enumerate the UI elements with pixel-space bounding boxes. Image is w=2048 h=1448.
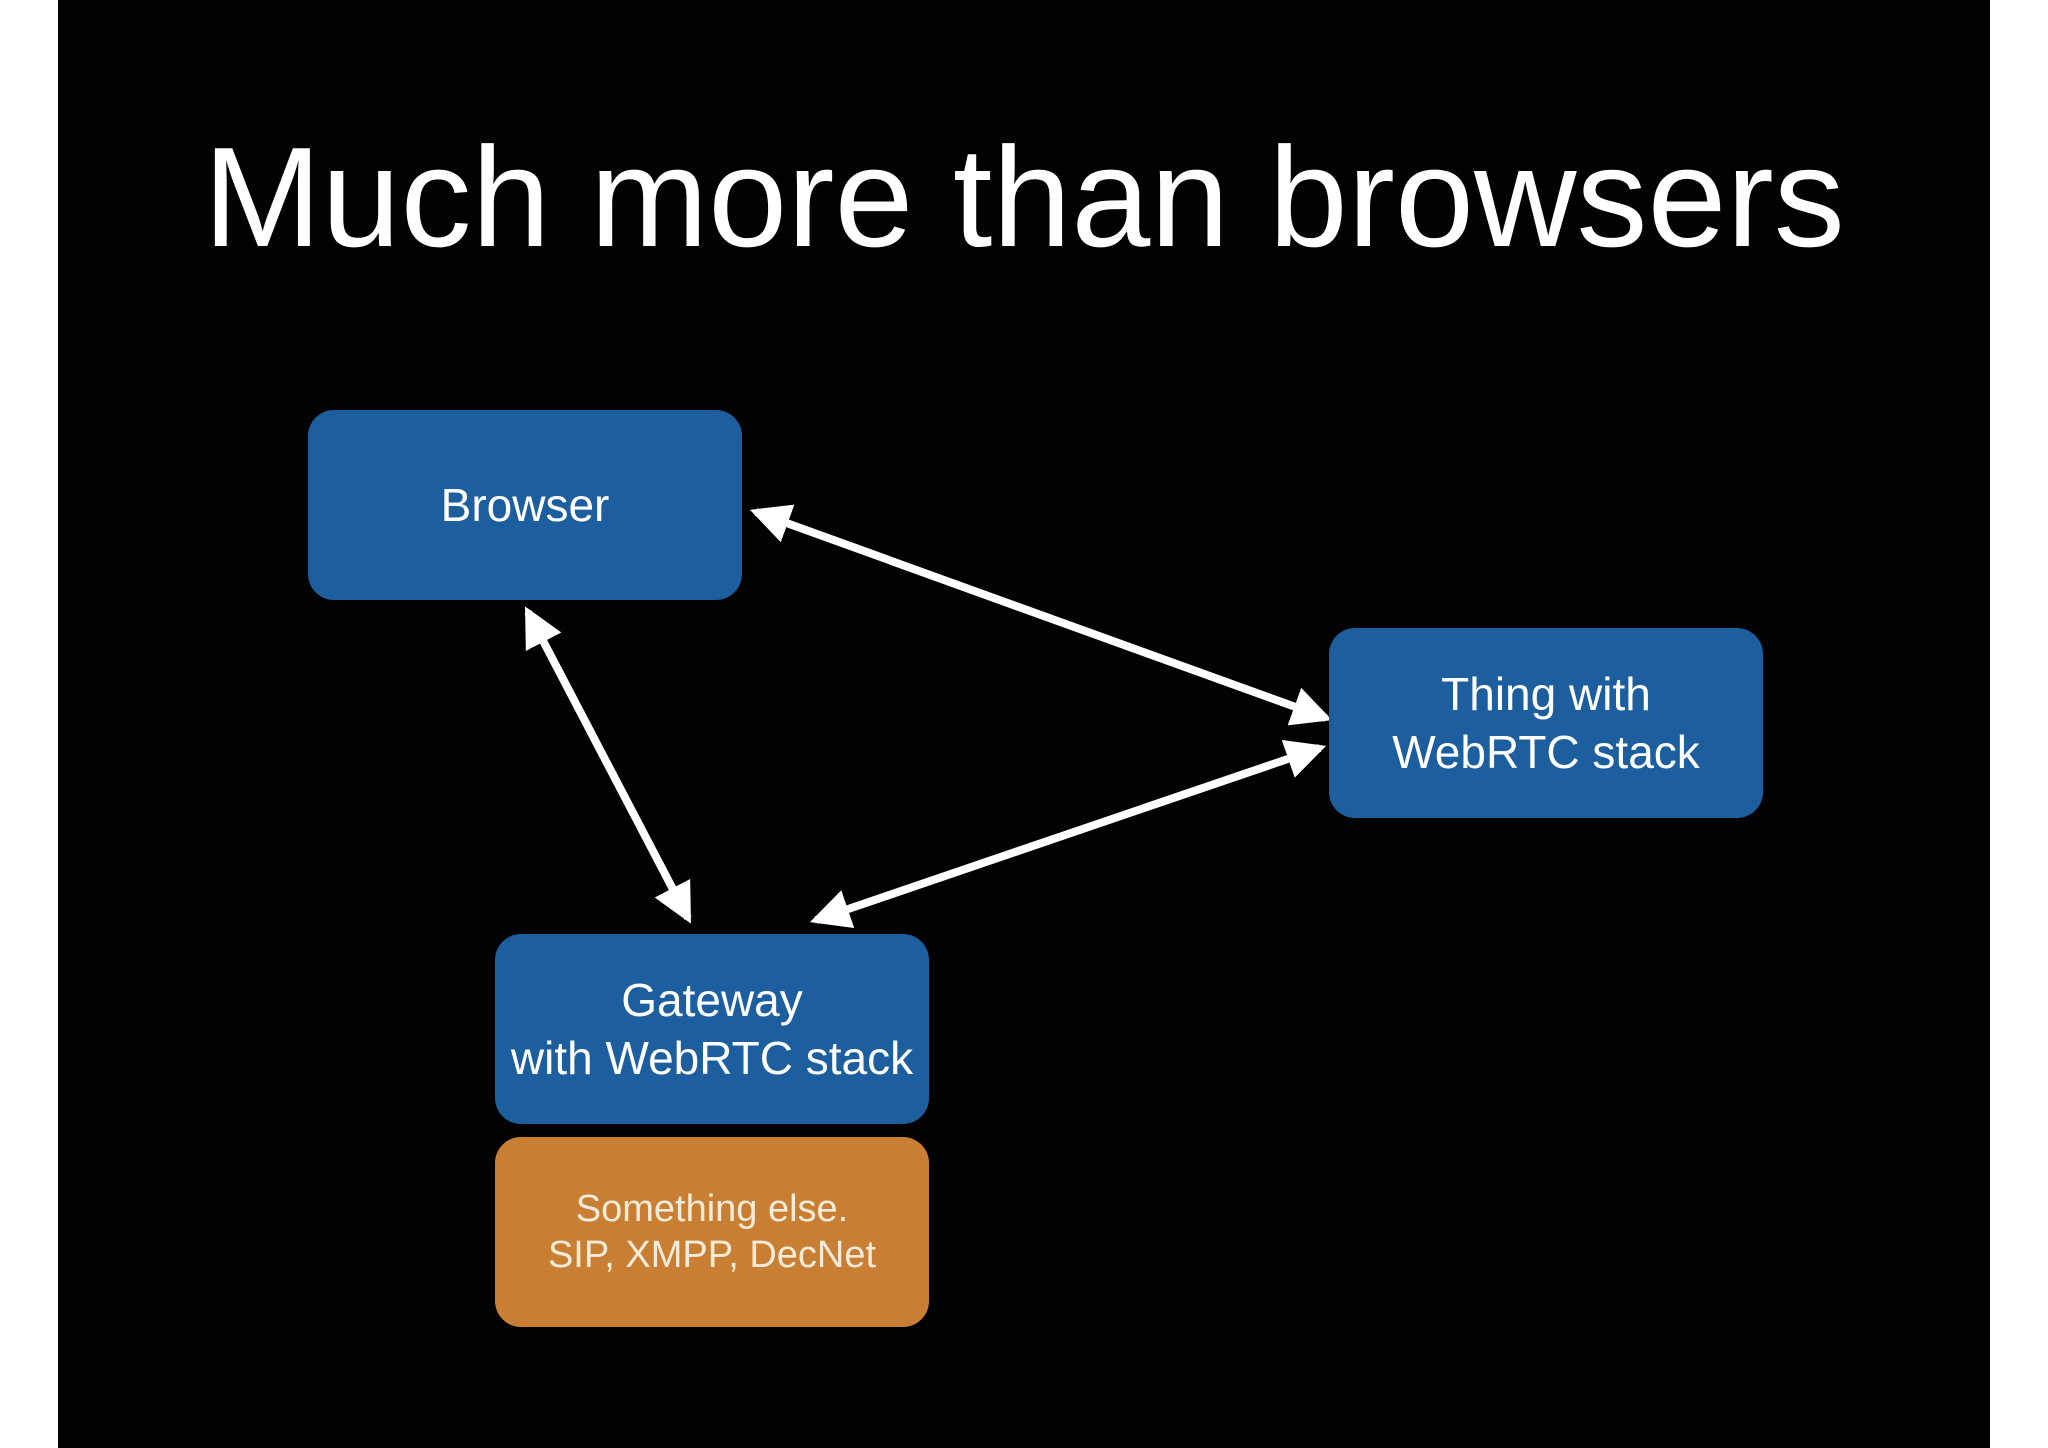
- slide-title: Much more than browsers: [203, 118, 1845, 277]
- arrow-browser-gateway: [524, 606, 692, 924]
- arrow-browser-thing: [749, 504, 1333, 726]
- gateway-label: Gateway with WebRTC stack: [510, 974, 914, 1084]
- connection-arrows: [524, 504, 1333, 929]
- gateway-node: Gateway with WebRTC stack: [495, 934, 929, 1124]
- thing-with-webrtc-node: Thing with WebRTC stack: [1329, 628, 1763, 818]
- slide: Much more than browsers Browser Thing wi…: [58, 0, 1990, 1448]
- browser-node: Browser: [308, 410, 742, 600]
- arrow-gateway-thing: [809, 739, 1327, 929]
- something-else-label: Something else. SIP, XMPP, DecNet: [547, 1188, 877, 1276]
- thing-label: Thing with WebRTC stack: [1392, 668, 1700, 778]
- something-else-node: Something else. SIP, XMPP, DecNet: [495, 1137, 929, 1327]
- browser-label: Browser: [440, 479, 610, 531]
